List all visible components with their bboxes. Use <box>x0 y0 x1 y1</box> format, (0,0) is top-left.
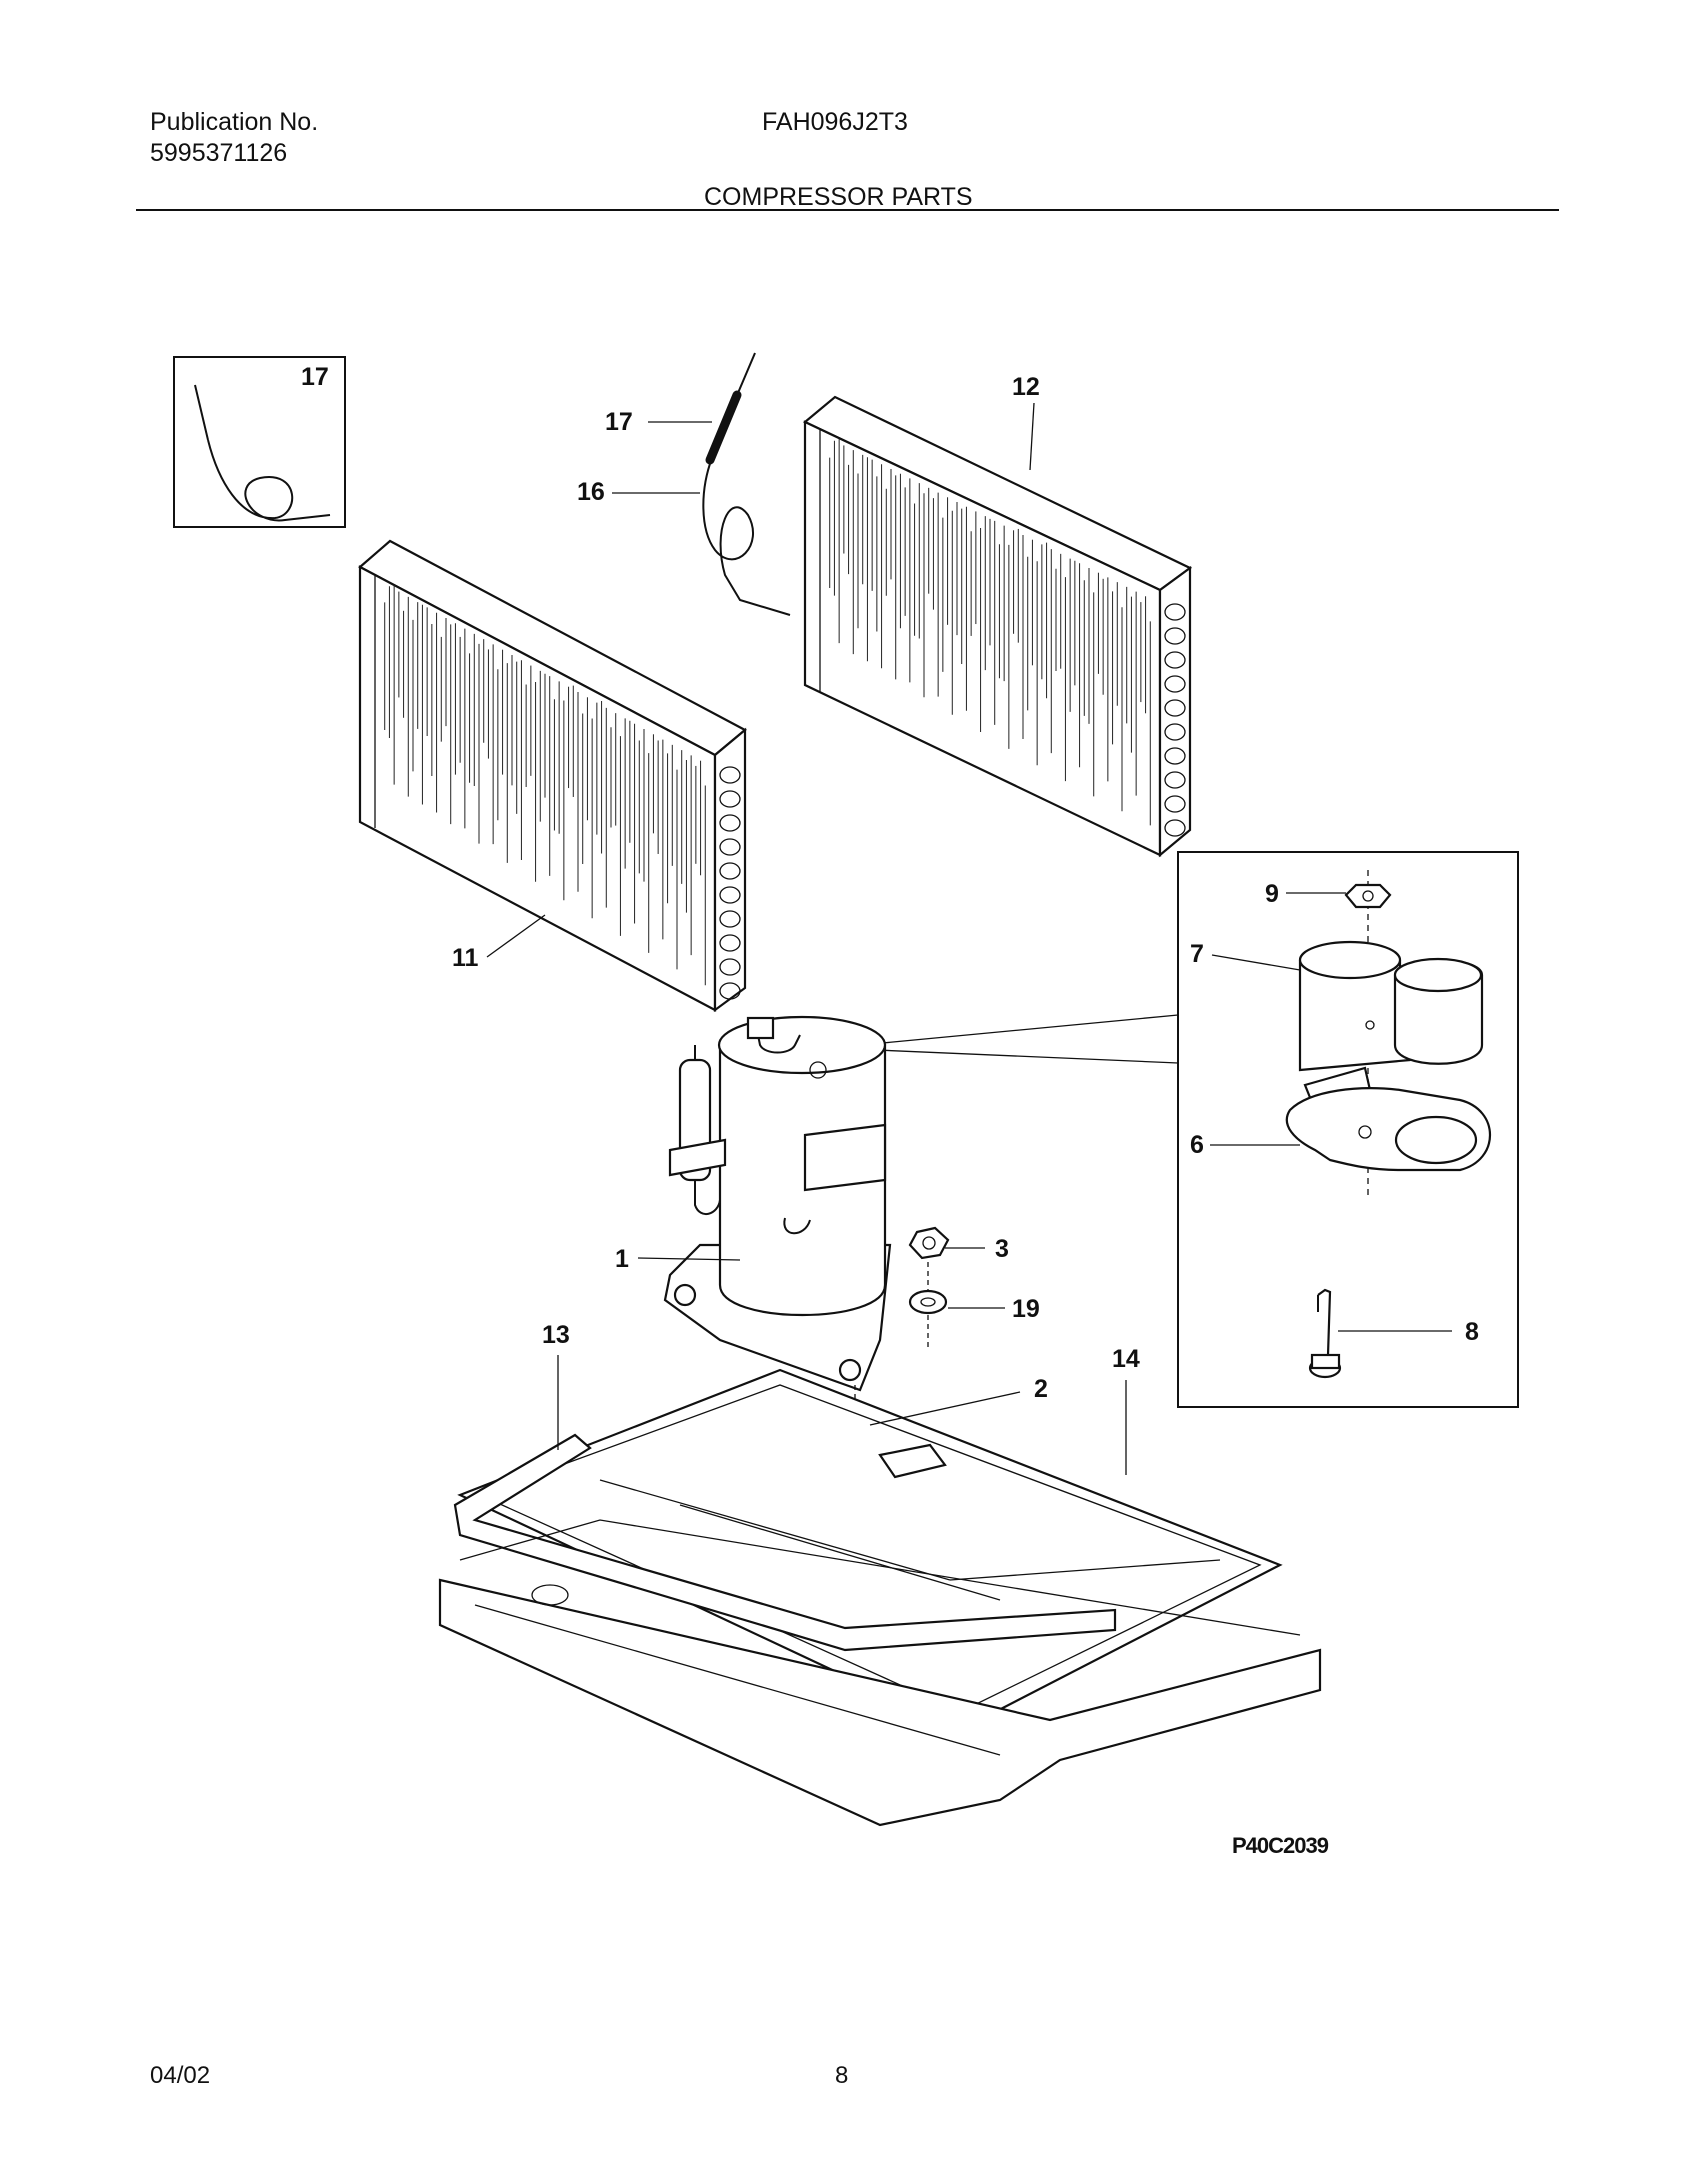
callout-2: 2 <box>1034 1375 1048 1403</box>
lower-base-pan <box>438 1519 1322 1827</box>
header-rule <box>136 209 1559 211</box>
coil-tube-bend <box>719 862 741 880</box>
callout-9: 9 <box>1265 880 1279 908</box>
coil-tube-bend <box>719 982 741 1000</box>
callout-3: 3 <box>995 1235 1009 1263</box>
coil-tube-bend <box>719 814 741 832</box>
coil-tube-bend <box>719 838 741 856</box>
washer-19 <box>908 1289 948 1315</box>
sensor-bulb <box>702 352 791 616</box>
coil-tube-bend <box>719 886 741 904</box>
coil-tube-bend <box>719 934 741 952</box>
rail-13 <box>453 1433 1117 1652</box>
leader-lines <box>486 402 1452 1475</box>
publication-label: Publication No. <box>150 108 319 136</box>
sensor-inset <box>173 356 346 528</box>
coil-tube-bend <box>1164 651 1186 669</box>
callout-17-inset: 17 <box>301 363 329 391</box>
publication-number: 5995371126 <box>150 139 288 167</box>
section-title: COMPRESSOR PARTS <box>704 183 973 211</box>
coil-tube-bend <box>1164 819 1186 837</box>
callout-11: 11 <box>452 944 479 972</box>
callout-16: 16 <box>577 478 605 506</box>
callout-17: 17 <box>605 408 633 436</box>
callout-14: 14 <box>1112 1345 1140 1373</box>
callout-19: 19 <box>1012 1295 1040 1323</box>
coil-12 <box>802 395 1193 858</box>
coil-tube-bend <box>1164 747 1186 765</box>
coil-tube-bend <box>1164 771 1186 789</box>
coil-tube-bend <box>719 790 741 808</box>
coil-tube-bend <box>1164 675 1186 693</box>
coil-tube-bend <box>1164 795 1186 813</box>
coil-tube-bend <box>1164 723 1186 741</box>
coil-tube-bend <box>719 910 741 928</box>
coil-tube-bend <box>1164 699 1186 717</box>
page-number: 8 <box>835 2062 849 2089</box>
callout-13: 13 <box>542 1321 570 1349</box>
model-number: FAH096J2T3 <box>762 108 908 136</box>
callout-7: 7 <box>1190 940 1204 968</box>
nut-3 <box>908 1226 950 1260</box>
footer-date: 04/02 <box>150 2062 211 2089</box>
coil-tube-bend <box>1164 627 1186 645</box>
callout-6: 6 <box>1190 1131 1204 1159</box>
coil-tube-bend <box>1164 603 1186 621</box>
callout-1: 1 <box>615 1245 629 1273</box>
compressor <box>663 1015 892 1392</box>
coil-tube-bend <box>719 958 741 976</box>
coil-tube-bend <box>719 766 741 784</box>
coil-11 <box>358 539 747 1013</box>
drawing-code: P40C2039 <box>1232 1833 1329 1858</box>
callout-12: 12 <box>1012 373 1040 401</box>
terminal-parts-inset <box>1177 851 1519 1408</box>
callout-8: 8 <box>1465 1318 1479 1346</box>
base-pan-14 <box>457 1368 1283 1732</box>
